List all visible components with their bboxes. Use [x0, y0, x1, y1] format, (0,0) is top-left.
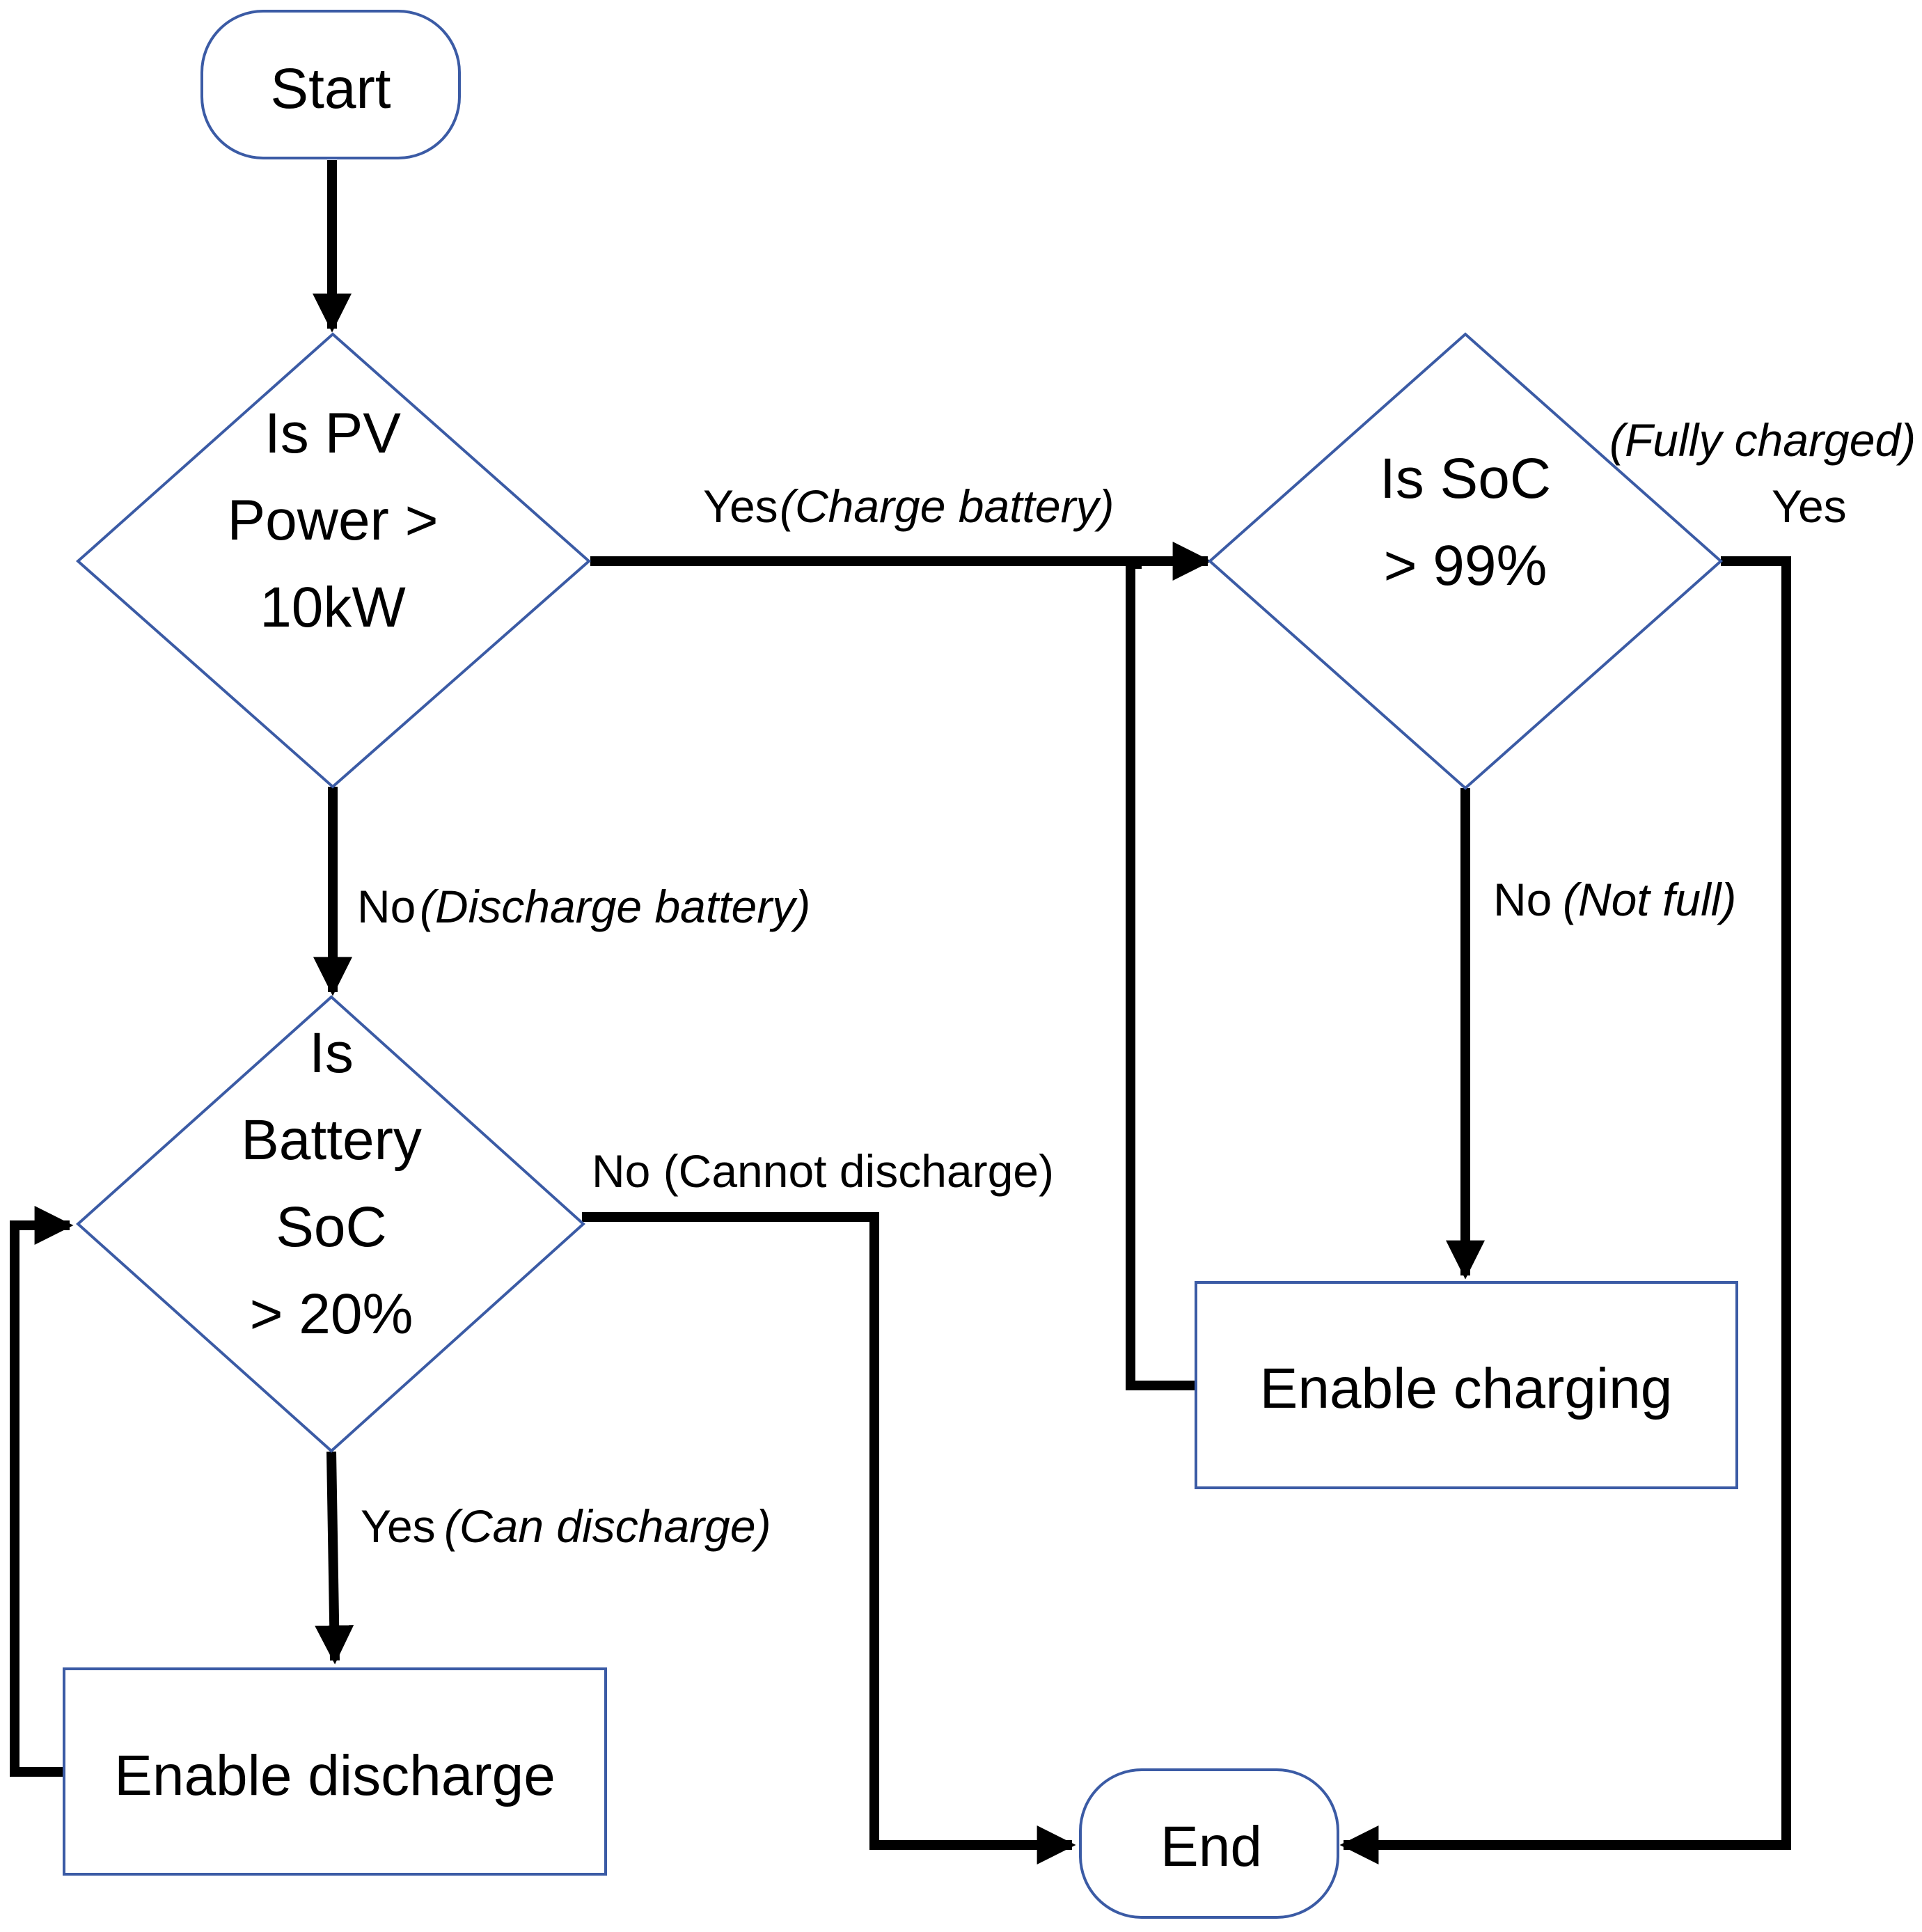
connector-soc-high-yes: [1339, 556, 1791, 1864]
soc-low-decision: [76, 995, 585, 1453]
enable-discharge-label: Enable discharge: [114, 1744, 556, 1807]
pv-yes-label: Yes (Charge battery): [703, 480, 1114, 532]
soc-high-yes-note: (Fully charged): [1609, 414, 1916, 466]
soc-high-no-answer: No: [1493, 874, 1552, 925]
soc-low-line-1: Is: [309, 1021, 354, 1085]
soc-low-no-label: No (Cannot discharge): [592, 1145, 1054, 1197]
pv-line-3: 10kW: [260, 576, 406, 639]
soc-low-line-3: SoC: [276, 1195, 387, 1259]
soc-high-yes-answer: Yes: [1772, 480, 1847, 532]
soc-high-no-label: No (Not full): [1493, 874, 1736, 925]
end-label: End: [1160, 1815, 1262, 1878]
soc-low-line-4: > 20%: [250, 1282, 413, 1346]
enable-charging-box: [1195, 1281, 1738, 1489]
end-terminal: [1079, 1768, 1339, 1919]
soc-low-yes-label: Yes (Can discharge): [361, 1500, 771, 1552]
connector-soc-low-yes: [315, 1451, 354, 1665]
soc-low-yes-note: (Can discharge): [444, 1500, 771, 1552]
soc-low-line-2: Battery: [241, 1108, 422, 1172]
start-terminal: [200, 10, 461, 159]
soc-high-decision: [1207, 332, 1724, 790]
soc-low-yes-answer: Yes: [361, 1500, 436, 1552]
soc-high-no-note: (Not full): [1563, 874, 1736, 925]
soc-high-line-2: > 99%: [1384, 534, 1547, 597]
pv-no-note: (Discharge battery): [420, 881, 810, 932]
pv-yes-note: (Charge battery): [780, 480, 1114, 532]
pv-line-1: Is PV: [265, 402, 401, 465]
connector-discharge-loop: [10, 1206, 74, 1777]
start-label: Start: [270, 57, 391, 120]
pv-power-decision: [75, 332, 592, 789]
enable-discharge-box: [63, 1667, 607, 1876]
pv-yes-answer: Yes: [703, 480, 778, 532]
soc-high-line-1: Is SoC: [1380, 447, 1551, 510]
connector-soc-low-no: [582, 1212, 1076, 1864]
pv-no-answer: No: [357, 881, 416, 932]
enable-charging-label: Enable charging: [1260, 1357, 1673, 1420]
connector-charging-loop: [1126, 559, 1196, 1390]
pv-line-2: Power >: [227, 489, 438, 552]
pv-no-label: No (Discharge battery): [357, 881, 810, 932]
